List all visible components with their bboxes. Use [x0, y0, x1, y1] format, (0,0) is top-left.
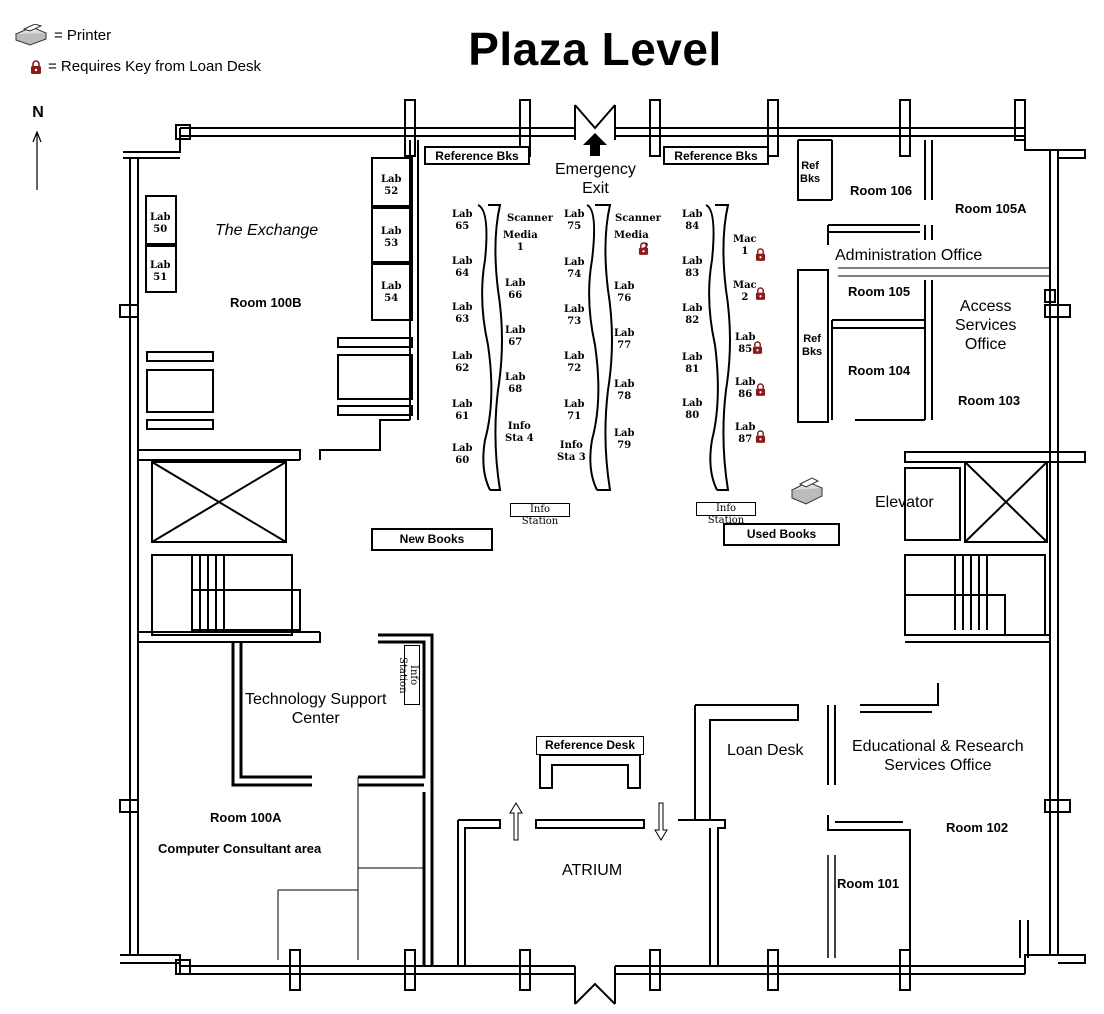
printer-icon — [790, 477, 824, 505]
info-station-1: Info Station — [510, 503, 570, 527]
up-arrow-icon — [509, 802, 523, 841]
room-101: Room 101 — [837, 876, 900, 891]
north-arrow-icon — [32, 130, 42, 190]
legend-printer: = Printer — [14, 24, 111, 46]
room-105: Room 105 — [848, 284, 911, 299]
atrium: ATRIUM — [562, 862, 623, 879]
loan-desk: Loan Desk — [727, 742, 804, 759]
legend-key-text: = Requires Key from Loan Desk — [48, 58, 262, 75]
new-books: New Books — [371, 528, 493, 551]
room-consultant-area: Computer Consultant area — [158, 841, 322, 856]
room-100b: Room 100B — [230, 295, 302, 310]
legend-key: = Requires Key from Loan Desk — [30, 58, 261, 75]
room-exchange: The Exchange — [215, 222, 319, 239]
lock-icon — [755, 287, 766, 300]
scanner-1: Scanner — [507, 213, 553, 224]
used-books: Used Books — [723, 523, 840, 546]
room-102: Room 102 — [946, 820, 1009, 835]
exit-arrow-icon — [583, 133, 607, 156]
lock-icon — [638, 242, 649, 255]
lock-icon — [755, 383, 766, 396]
lock-icon — [31, 59, 41, 74]
lock-icon — [752, 341, 763, 354]
room-103: Room 103 — [958, 393, 1021, 408]
info-station-2: Info Station — [696, 502, 756, 526]
printer-icon — [14, 24, 48, 46]
room-104: Room 104 — [848, 363, 911, 378]
down-arrow-icon — [654, 802, 668, 841]
elevator-label: Elevator — [875, 494, 934, 511]
reference-books-right: Reference Bks — [663, 146, 769, 165]
page-title: Plaza Level — [468, 23, 722, 75]
north-label: N — [32, 104, 44, 121]
room-admin-office: Administration Office — [835, 247, 983, 264]
lock-icon — [755, 248, 766, 261]
room-100a: Room 100A — [210, 810, 282, 825]
lock-icon — [755, 430, 766, 443]
info-station-vertical: Info Station — [397, 645, 420, 705]
scanner-2: Scanner — [615, 213, 661, 224]
reference-books-left: Reference Bks — [424, 146, 530, 165]
room-105a: Room 105A — [955, 201, 1027, 216]
legend-printer-text: = Printer — [54, 26, 112, 44]
room-106: Room 106 — [850, 183, 913, 198]
reference-desk: Reference Desk — [536, 736, 644, 755]
